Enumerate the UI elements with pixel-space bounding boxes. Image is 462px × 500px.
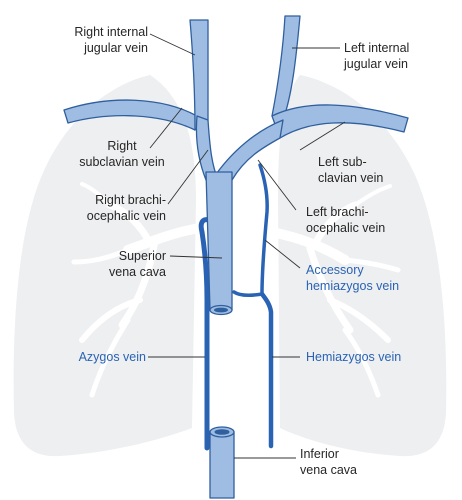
right-lung xyxy=(13,75,196,457)
great-veins xyxy=(63,15,409,499)
left-brachiocephalic-vein xyxy=(211,119,284,181)
left-lung xyxy=(278,75,447,457)
label-inferior-vena-cava: Inferior vena cava xyxy=(300,447,357,477)
hemiazygos-vein xyxy=(259,291,274,449)
inferior-vena-cava xyxy=(209,431,235,499)
label-superior-vena-cava: Superior vena cava xyxy=(109,249,166,279)
bronchial-tree xyxy=(71,182,401,398)
right-brachiocephalic-vein xyxy=(195,115,219,181)
label-left-brachiocephalic-vein: Left brachi- ocephalic vein xyxy=(306,205,386,235)
label-azygos-vein: Azygos vein xyxy=(78,350,146,364)
superior-vena-cava xyxy=(205,171,233,311)
leader-lines xyxy=(148,33,346,459)
label-left-subclavian-vein: Left sub- clavian vein xyxy=(318,155,384,185)
label-right-subclavian-vein: Right subclavian vein xyxy=(79,139,165,169)
label-accessory-hemiazygos-vein: Accessory hemiazygos vein xyxy=(306,263,400,293)
label-hemiazygos-vein: Hemiazygos vein xyxy=(306,350,402,364)
accessory-hemiazygos-vein xyxy=(258,163,269,296)
label-right-brachiocephalic-vein: Right brachi- ocephalic vein xyxy=(86,193,166,223)
left-subclavian-vein xyxy=(271,104,409,139)
label-right-internal-jugular-vein: Right internal jugular vein xyxy=(74,25,148,55)
label-left-internal-jugular-vein: Left internal jugular vein xyxy=(344,41,410,71)
hemiazygos-to-azygos xyxy=(232,290,264,298)
